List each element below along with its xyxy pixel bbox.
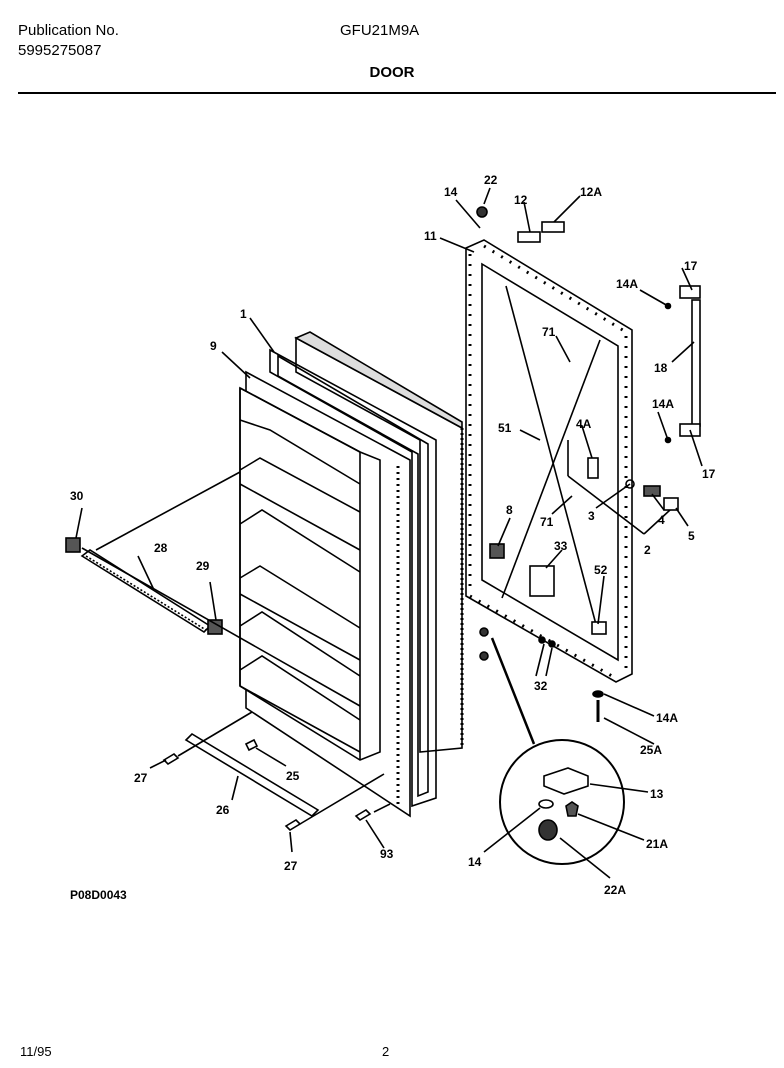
plug-12	[517, 231, 541, 243]
callout-52: 52	[594, 563, 608, 577]
cam-4a	[587, 457, 599, 479]
footer-date: 11/95	[20, 1044, 52, 1059]
screw-25	[244, 738, 259, 752]
publication-number: 5995275087	[18, 42, 102, 59]
handle-bar	[691, 299, 701, 427]
end-cap-17a	[679, 285, 701, 299]
callout-71a: 71	[542, 325, 556, 339]
callout-71b: 71	[540, 515, 554, 529]
callout-33: 33	[554, 539, 568, 553]
part-4	[643, 485, 661, 497]
callout-32: 32	[534, 679, 548, 693]
brace-rod-a	[505, 285, 599, 633]
detail-view	[483, 739, 649, 879]
model-number: GFU21M9A	[340, 22, 420, 39]
callout-4a: 4A	[576, 417, 592, 431]
callout-28: 28	[154, 541, 168, 555]
callout-29: 29	[196, 559, 210, 573]
callout-13: 13	[650, 787, 664, 801]
callout-2: 2	[644, 543, 651, 557]
callout-labels: 1 9 30 28 29 27 26 25 27 93 14 22 12 12A…	[70, 173, 716, 897]
shelf-bar	[80, 549, 212, 634]
callout-27a: 27	[134, 771, 148, 785]
callout-14a-mid: 14A	[652, 397, 674, 411]
outer-door-edge	[294, 331, 463, 430]
callout-17b: 17	[702, 467, 716, 481]
callout-9: 9	[210, 339, 217, 353]
callout-27b: 27	[284, 859, 298, 873]
section-title: DOOR	[369, 64, 415, 81]
pin-21a	[565, 801, 579, 817]
callout-14-detail: 14	[468, 855, 482, 869]
brace-rod-b	[501, 339, 601, 599]
door-assembly-left	[65, 317, 464, 853]
door-gasket	[269, 348, 437, 808]
callout-11: 11	[424, 229, 437, 243]
callout-1: 1	[240, 307, 247, 321]
callout-8: 8	[506, 503, 513, 517]
bushing-22a	[538, 819, 558, 841]
callout-93: 93	[380, 847, 394, 861]
callout-22: 22	[484, 173, 498, 187]
plug-12a	[541, 221, 565, 233]
bottom-shelf-bar	[184, 732, 320, 818]
callout-26: 26	[216, 803, 230, 817]
screw-93	[354, 808, 372, 822]
callout-12a: 12A	[580, 185, 602, 199]
callout-3: 3	[588, 509, 595, 523]
bracket-52	[591, 621, 607, 635]
publication-label: Publication No.	[18, 22, 119, 39]
door-frame-right	[439, 187, 703, 745]
bracket-8	[489, 543, 505, 559]
hinge-bracket-13	[543, 767, 589, 795]
part-3	[625, 479, 635, 489]
screw-27b	[284, 818, 302, 832]
callout-18: 18	[654, 361, 668, 375]
screw-22	[476, 206, 488, 218]
retainer-30	[65, 537, 81, 553]
callout-14a-top: 14A	[616, 277, 638, 291]
callout-14a-bottom: 14A	[656, 711, 678, 725]
washer-14	[538, 799, 554, 809]
callout-12: 12	[514, 193, 528, 207]
callout-51: 51	[498, 421, 512, 435]
callout-21a: 21A	[646, 837, 668, 851]
callout-30: 30	[70, 489, 84, 503]
header-rule	[18, 92, 776, 94]
callout-22a: 22A	[604, 883, 626, 897]
bracket-33	[529, 565, 555, 597]
part-5	[663, 497, 679, 511]
screw-27a	[162, 752, 180, 766]
page-number: 2	[382, 1044, 390, 1059]
callout-4: 4	[658, 513, 665, 527]
callout-25: 25	[286, 769, 300, 783]
callout-25a: 25A	[640, 743, 662, 757]
callout-14: 14	[444, 185, 458, 199]
callout-5: 5	[688, 529, 695, 543]
callout-17a: 17	[684, 259, 698, 273]
detail-circle	[499, 739, 625, 865]
drawing-code: P08D0043	[70, 888, 127, 902]
